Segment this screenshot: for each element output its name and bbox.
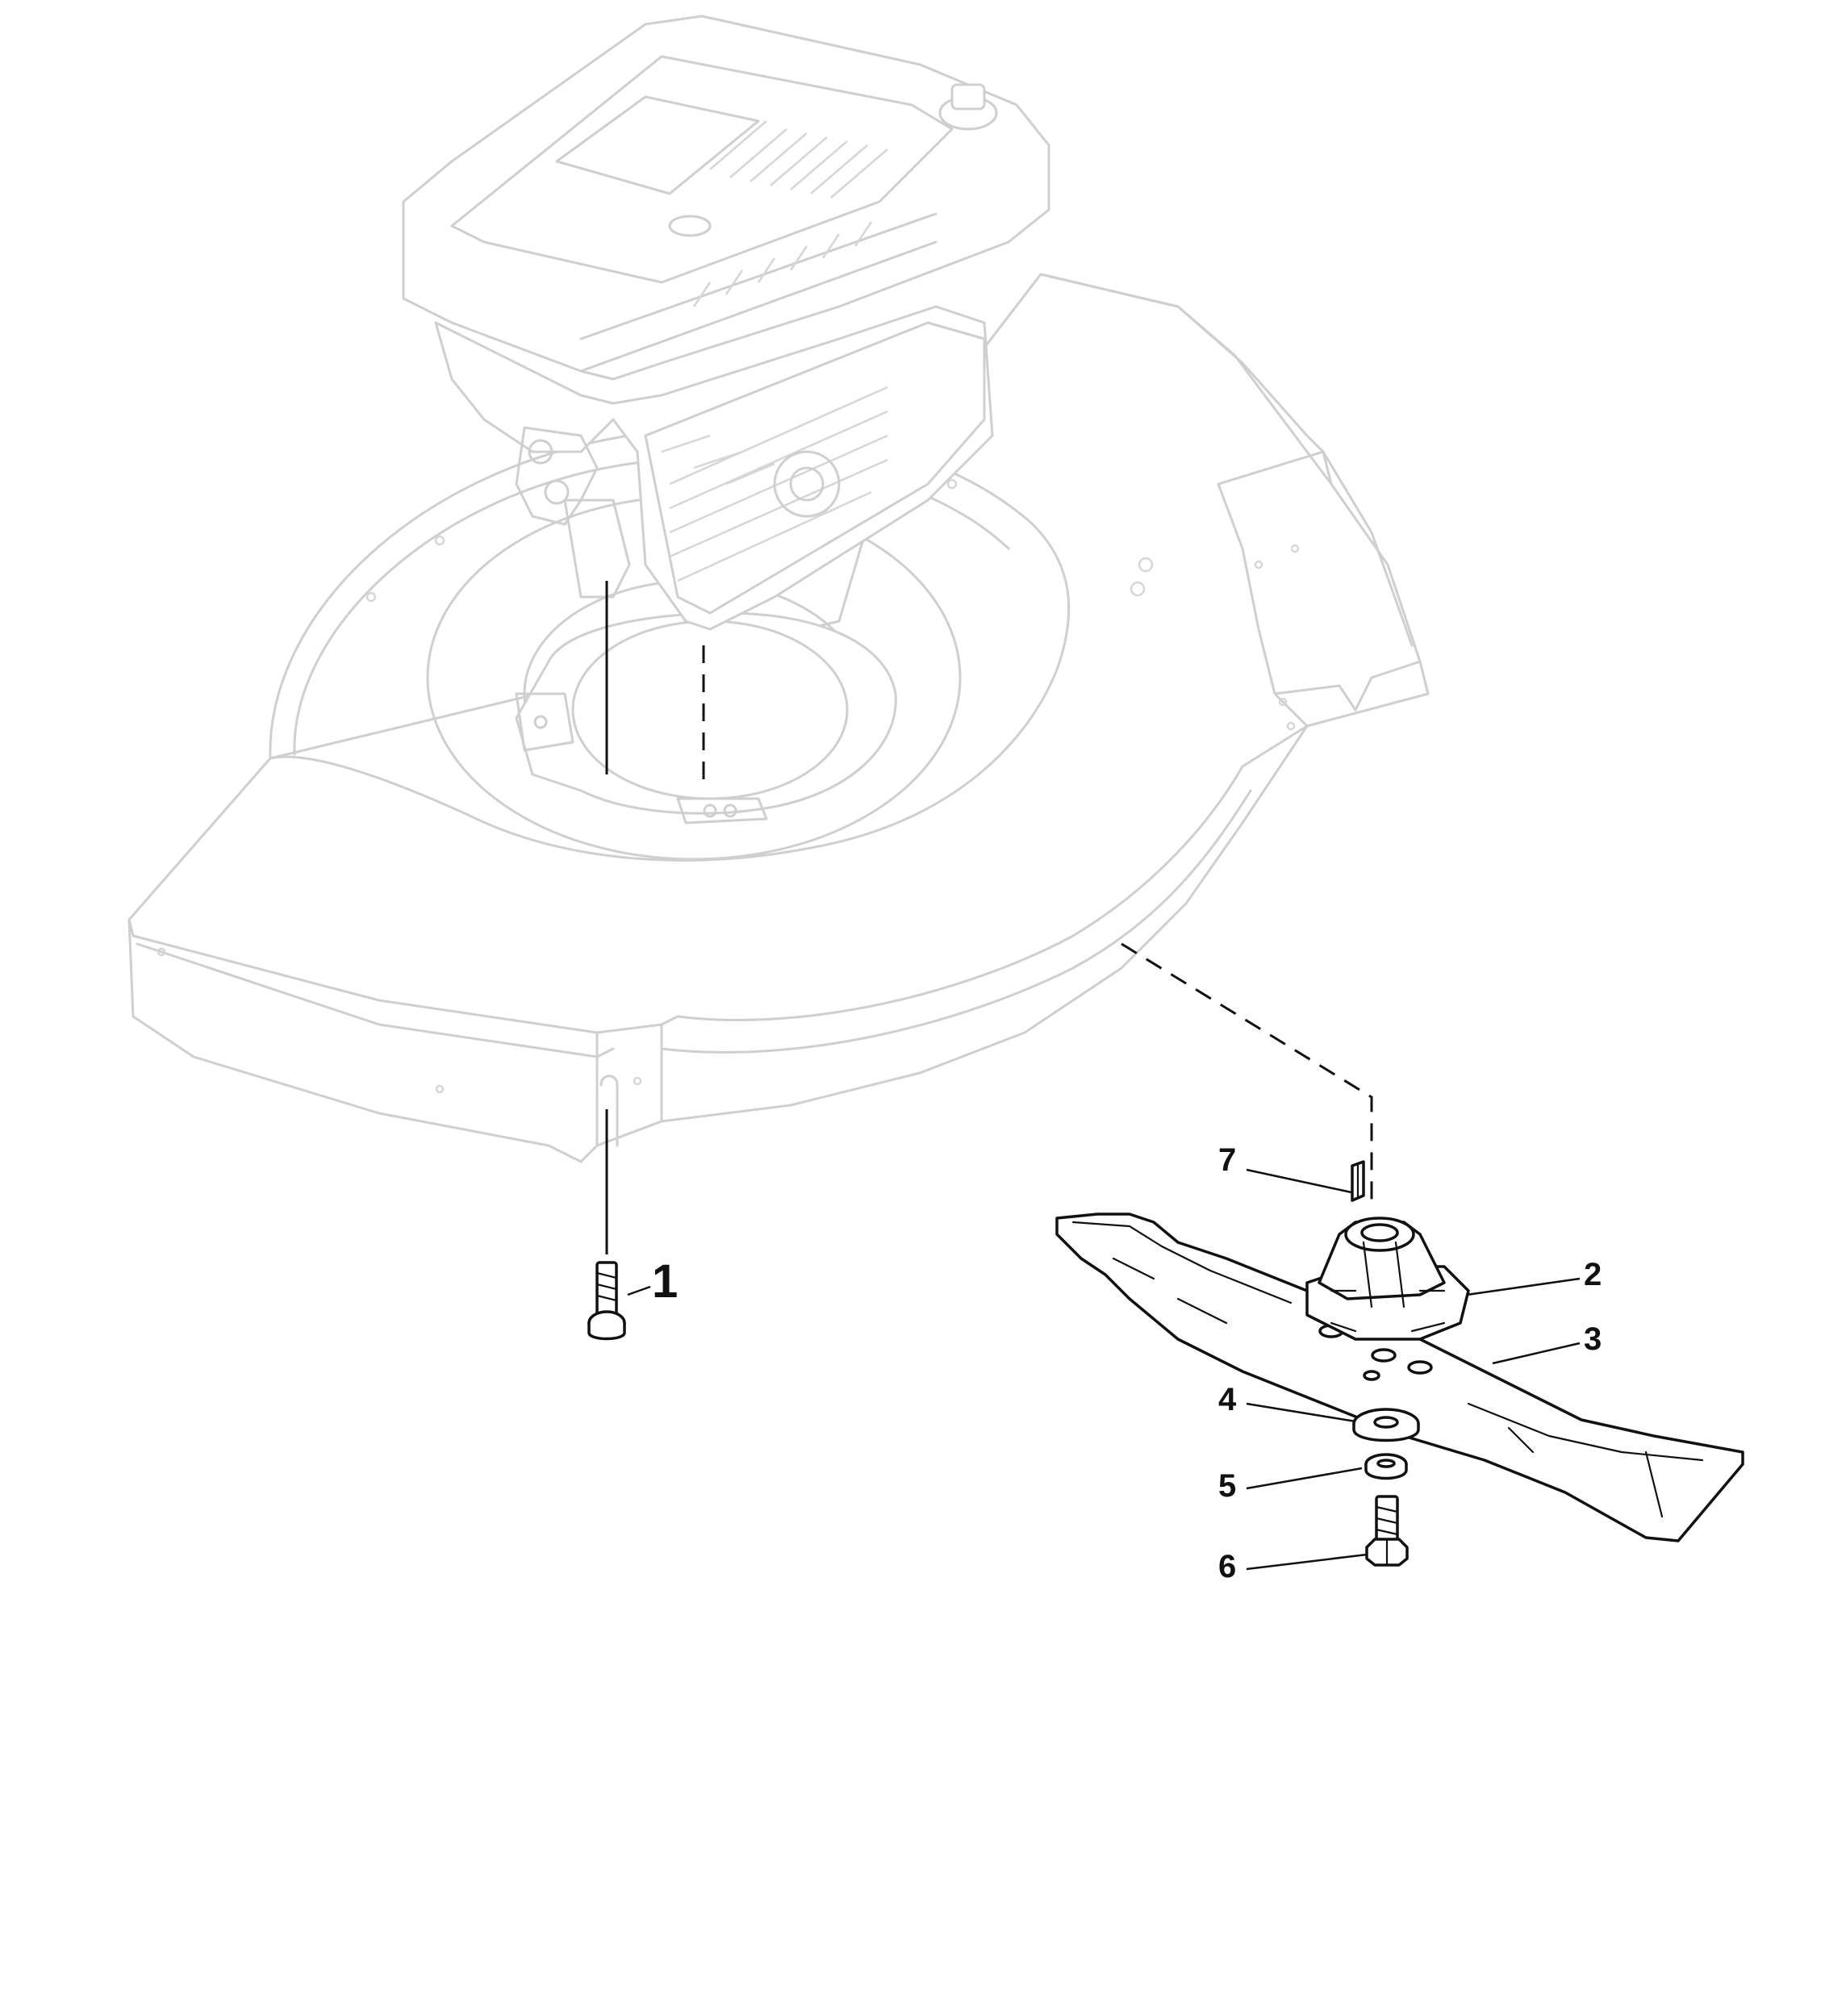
leader-lines [627, 1168, 1581, 1571]
callout-3: 3 [1584, 1321, 1602, 1357]
part-5-washer-small [1364, 1453, 1408, 1480]
callout-7: 7 [1218, 1142, 1237, 1178]
leader-3 [1492, 1342, 1581, 1365]
part-6-blade-bolt [1365, 1495, 1409, 1567]
leader-5 [1246, 1467, 1363, 1490]
leader-2 [1466, 1277, 1581, 1296]
leader-4 [1246, 1402, 1356, 1423]
leader-7 [1246, 1168, 1352, 1194]
engine [402, 15, 1050, 631]
leader-6 [1246, 1553, 1368, 1571]
axis-blade-dash [1121, 942, 1373, 1210]
callout-5: 5 [1218, 1468, 1237, 1504]
part-2-blade-adapter [1305, 1217, 1470, 1341]
leader-1 [627, 1285, 651, 1296]
callout-4: 4 [1218, 1382, 1237, 1417]
mower-deck [127, 273, 1430, 1163]
part-1-screw [587, 1261, 626, 1341]
callout-6: 6 [1218, 1549, 1237, 1584]
assembly-lines [605, 581, 1373, 1254]
callout-2: 2 [1584, 1257, 1602, 1292]
part-3-blade [1055, 1213, 1744, 1542]
part-7-key [1351, 1160, 1365, 1202]
callout-1: 1 [652, 1255, 679, 1308]
part-4-washer-large [1352, 1408, 1420, 1442]
